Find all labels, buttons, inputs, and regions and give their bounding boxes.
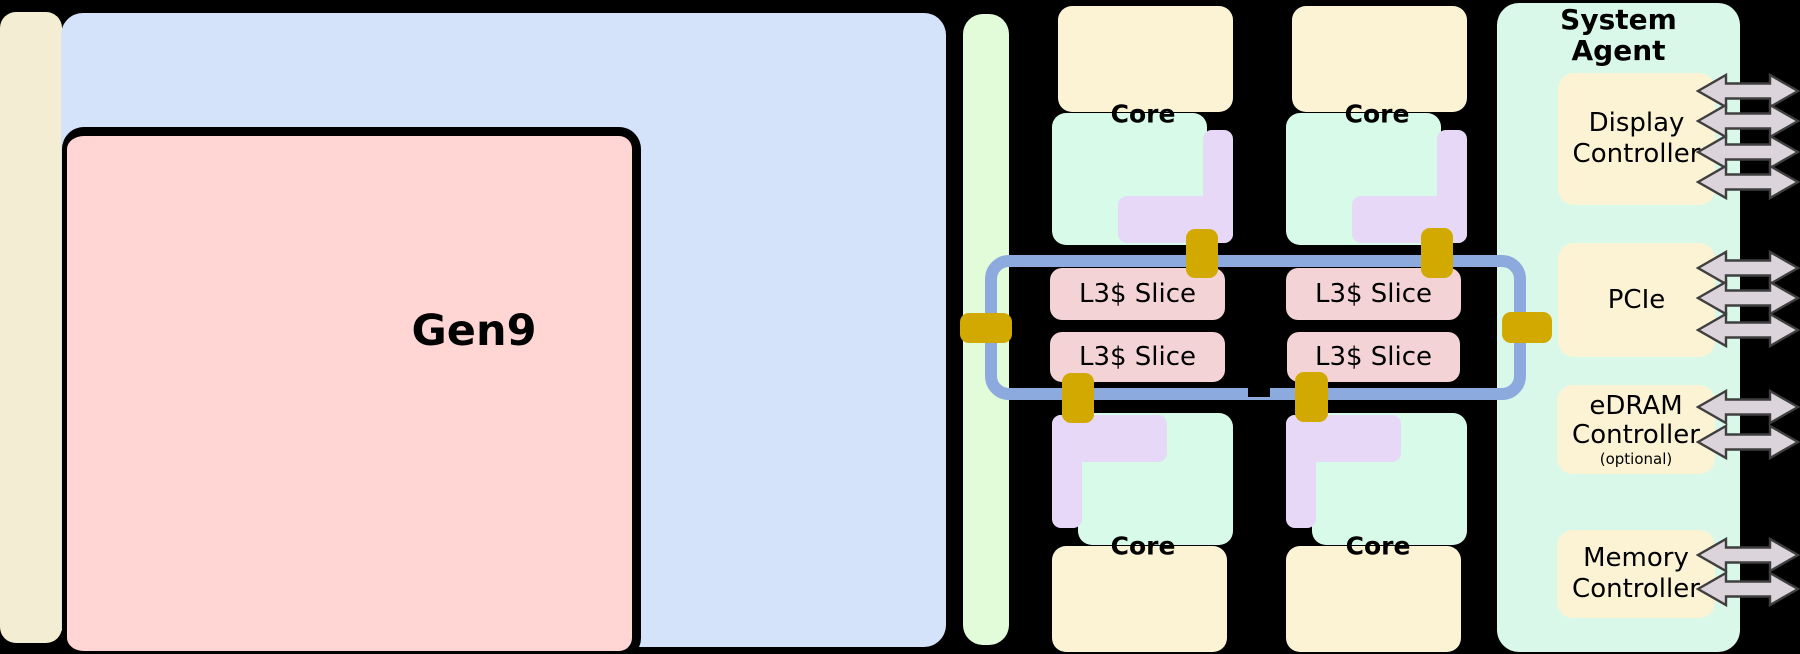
bidirectional-arrow-icon (1696, 536, 1800, 574)
left-edge-bar (0, 12, 62, 643)
system-agent-title-line: Agent (1571, 34, 1666, 67)
pcie-box: PCIe (1558, 243, 1715, 357)
bidirectional-arrow-icon (1696, 311, 1800, 349)
core-cream-segment (1058, 6, 1233, 112)
block-label: Controller (1572, 419, 1700, 450)
ring-bus-stop (1062, 373, 1094, 423)
core-block-top-left (1052, 6, 1233, 245)
bidirectional-arrow-icon (1696, 570, 1800, 608)
block-label: Controller (1572, 574, 1700, 604)
l3-slice-label: L3$ Slice (1078, 279, 1197, 309)
block-label: PCIe (1607, 284, 1666, 315)
gen9-gpu-block (62, 127, 641, 654)
edram-controller-box: eDRAM Controller (optional) (1557, 385, 1715, 474)
core-block-top-right (1286, 6, 1467, 245)
l3-slice-label: L3$ Slice (1314, 342, 1433, 372)
gen9-label: Gen9 (411, 306, 537, 356)
ring-bus-stop (1502, 312, 1552, 343)
core-cream-segment (1292, 6, 1467, 112)
l3-slice-label: L3$ Slice (1078, 342, 1197, 372)
bidirectional-arrow-icon (1696, 72, 1800, 110)
ring-bus-stop (960, 313, 1012, 343)
block-label: eDRAM (1589, 390, 1683, 421)
bidirectional-arrow-icon (1696, 279, 1800, 317)
memory-controller-box: Memory Controller (1557, 530, 1715, 618)
ring-bus-stop (1186, 229, 1218, 278)
core-purple-segment (1286, 415, 1401, 462)
bidirectional-arrow-icon (1696, 249, 1800, 287)
ring-bus-stop (1421, 228, 1453, 278)
core-label: Core (1110, 531, 1176, 561)
l3-slice-box: L3$ Slice (1050, 268, 1225, 320)
l3-slice-box: L3$ Slice (1287, 332, 1460, 382)
bidirectional-arrow-icon (1696, 423, 1800, 461)
bidirectional-arrow-icon (1696, 388, 1800, 426)
l3-slice-box: L3$ Slice (1050, 332, 1225, 382)
block-label: Display (1588, 108, 1685, 138)
bidirectional-arrow-icon (1696, 163, 1800, 201)
system-agent-title: System Agent (1497, 4, 1740, 66)
block-note: (optional) (1599, 449, 1673, 468)
block-label: Memory (1583, 543, 1689, 573)
ring-bus-gap (1248, 386, 1270, 397)
ring-bus-stop (1295, 372, 1328, 422)
core-label: Core (1345, 531, 1411, 561)
core-label: Core (1344, 99, 1410, 129)
core-cream-segment (1052, 546, 1227, 652)
bidirectional-arrow-icon (1696, 102, 1800, 140)
display-controller-box: Display Controller (1558, 73, 1715, 205)
bidirectional-arrow-icon (1696, 133, 1800, 171)
core-label: Core (1110, 99, 1176, 129)
block-label: Controller (1572, 139, 1701, 169)
l3-slice-label: L3$ Slice (1314, 279, 1433, 309)
core-cream-segment (1286, 546, 1461, 652)
system-agent-title-line: System (1560, 3, 1677, 36)
